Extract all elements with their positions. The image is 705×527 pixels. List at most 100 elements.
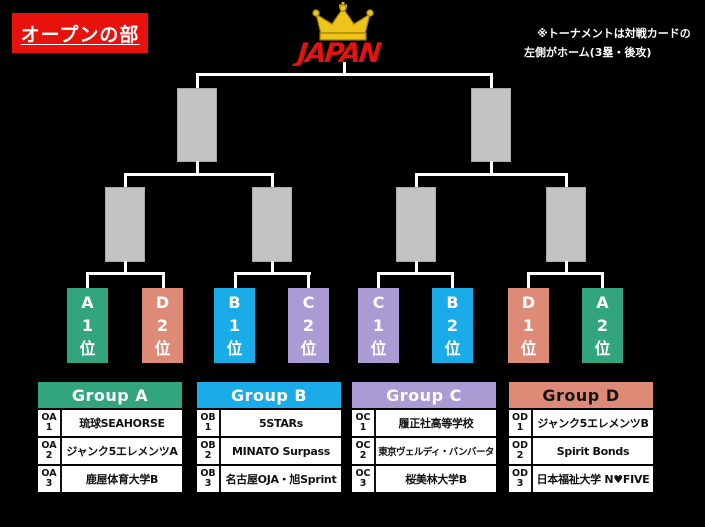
team-id: OC 3 bbox=[352, 466, 376, 492]
semifinal-box-left bbox=[177, 88, 217, 162]
bracket-line bbox=[123, 261, 127, 274]
seed-suffix: 位 bbox=[594, 339, 611, 358]
team-name: 5STARs bbox=[259, 416, 303, 430]
bracket-line bbox=[307, 272, 310, 290]
seed-letter: C bbox=[302, 293, 315, 312]
table-row: OC 1 履正社高等学校 bbox=[352, 410, 496, 436]
table-row: OC 2 東京ヴェルディ・バンバータ bbox=[352, 438, 496, 464]
seed-rank: 2 bbox=[446, 316, 459, 335]
group-b-header: Group B bbox=[197, 382, 341, 408]
seed-suffix: 位 bbox=[300, 339, 317, 358]
seed-suffix: 位 bbox=[154, 339, 171, 358]
team-name: MINATO Surpass bbox=[232, 444, 330, 458]
seed-letter: D bbox=[155, 293, 170, 312]
seed-suffix: 位 bbox=[79, 339, 96, 358]
team-id: OA 3 bbox=[38, 466, 62, 492]
seed-suffix: 位 bbox=[226, 339, 243, 358]
bracket-line bbox=[195, 73, 493, 76]
bracket-line bbox=[377, 272, 454, 275]
bracket-line bbox=[527, 272, 604, 275]
team-name: 琉球SEAHORSE bbox=[79, 417, 165, 430]
bracket-line bbox=[233, 272, 311, 275]
team-name: 名古屋OJA・旭Sprint bbox=[225, 473, 337, 486]
group-a-table: Group A OA 1 琉球SEAHORSE OA 2 ジャンク5エレメンツA… bbox=[38, 382, 182, 492]
note-line-1: ※トーナメントは対戦カードの bbox=[537, 27, 691, 40]
seed-label-c2: C 2 位 bbox=[288, 288, 329, 363]
quarterfinal-box-2 bbox=[252, 187, 292, 262]
bracket-line bbox=[489, 161, 493, 176]
bracket-line bbox=[195, 161, 199, 176]
bracket-line bbox=[414, 173, 568, 176]
table-row: OA 1 琉球SEAHORSE bbox=[38, 410, 182, 436]
quarterfinal-box-1 bbox=[105, 187, 145, 262]
japan-crown-logo: JAPAN bbox=[291, 2, 383, 66]
table-row: OA 2 ジャンク5エレメンツA bbox=[38, 438, 182, 464]
team-id: OB 1 bbox=[197, 410, 221, 436]
seed-label-d2: D 2 位 bbox=[142, 288, 183, 363]
seed-label-b1: B 1 位 bbox=[214, 288, 255, 363]
logo-text: JAPAN bbox=[291, 38, 383, 66]
seed-label-d1: D 1 位 bbox=[508, 288, 549, 363]
group-b-table: Group B OB 1 5STARs OB 2 MINATO Surpass … bbox=[197, 382, 341, 492]
home-team-note: ※トーナメントは対戦カードの 左側がホーム(3塁・後攻) bbox=[524, 24, 691, 62]
team-name: 桜美林大学B bbox=[405, 473, 467, 486]
note-line-2: 左側がホーム(3塁・後攻) bbox=[524, 46, 652, 59]
bracket-line bbox=[270, 173, 274, 188]
team-id: OD 2 bbox=[509, 438, 533, 464]
seed-suffix: 位 bbox=[370, 339, 387, 358]
seed-letter: A bbox=[81, 293, 94, 312]
seed-suffix: 位 bbox=[444, 339, 461, 358]
table-row: OB 1 5STARs bbox=[197, 410, 341, 436]
bracket-line bbox=[414, 261, 418, 274]
seed-label-b2: B 2 位 bbox=[432, 288, 473, 363]
bracket-line bbox=[233, 272, 237, 290]
seed-rank: 2 bbox=[302, 316, 315, 335]
seed-letter: B bbox=[228, 293, 241, 312]
seed-rank: 1 bbox=[81, 316, 94, 335]
seed-letter: A bbox=[596, 293, 609, 312]
bracket-line bbox=[527, 272, 530, 290]
team-id: OB 2 bbox=[197, 438, 221, 464]
table-row: OD 1 ジャンク5エレメンツB bbox=[509, 410, 653, 436]
seed-rank: 1 bbox=[522, 316, 535, 335]
bracket-line bbox=[161, 272, 165, 290]
team-id: OD 3 bbox=[509, 466, 533, 492]
bracket-line bbox=[601, 272, 604, 290]
bracket-line bbox=[489, 73, 493, 89]
division-title-box: オープンの部 bbox=[12, 13, 148, 53]
division-title: オープンの部 bbox=[20, 23, 140, 46]
team-name: 鹿屋体育大学B bbox=[85, 473, 159, 486]
table-row: OA 3 鹿屋体育大学B bbox=[38, 466, 182, 492]
seed-letter: C bbox=[372, 293, 385, 312]
team-name: ジャンク5エレメンツA bbox=[66, 445, 178, 458]
bracket-line bbox=[270, 261, 274, 274]
team-name: 日本福祉大学 N♥FIVE bbox=[536, 473, 650, 486]
bracket-line bbox=[86, 272, 89, 290]
team-id: OD 1 bbox=[509, 410, 533, 436]
table-row: OD 2 Spirit Bonds bbox=[509, 438, 653, 464]
group-c-table: Group C OC 1 履正社高等学校 OC 2 東京ヴェルディ・バンバータ … bbox=[352, 382, 496, 492]
seed-rank: 2 bbox=[156, 316, 169, 335]
seed-label-a1: A 1 位 bbox=[67, 288, 108, 363]
bracket-line bbox=[564, 261, 568, 274]
group-c-header: Group C bbox=[352, 382, 496, 408]
quarterfinal-box-3 bbox=[396, 187, 436, 262]
seed-label-c1: C 1 位 bbox=[358, 288, 399, 363]
bracket-line bbox=[451, 272, 454, 290]
bracket-line bbox=[342, 62, 346, 75]
bracket-line bbox=[86, 272, 165, 275]
group-d-table: Group D OD 1 ジャンク5エレメンツB OD 2 Spirit Bon… bbox=[509, 382, 653, 492]
seed-letter: B bbox=[446, 293, 459, 312]
team-id: OC 1 bbox=[352, 410, 376, 436]
table-row: OC 3 桜美林大学B bbox=[352, 466, 496, 492]
table-row: OD 3 日本福祉大学 N♥FIVE bbox=[509, 466, 653, 492]
seed-suffix: 位 bbox=[520, 339, 537, 358]
team-id: OA 2 bbox=[38, 438, 62, 464]
seed-letter: D bbox=[521, 293, 536, 312]
semifinal-box-right bbox=[471, 88, 511, 162]
team-name: ジャンク5エレメンツB bbox=[537, 417, 649, 430]
group-a-header: Group A bbox=[38, 382, 182, 408]
bracket-line bbox=[564, 173, 568, 188]
team-name: Spirit Bonds bbox=[556, 444, 630, 458]
